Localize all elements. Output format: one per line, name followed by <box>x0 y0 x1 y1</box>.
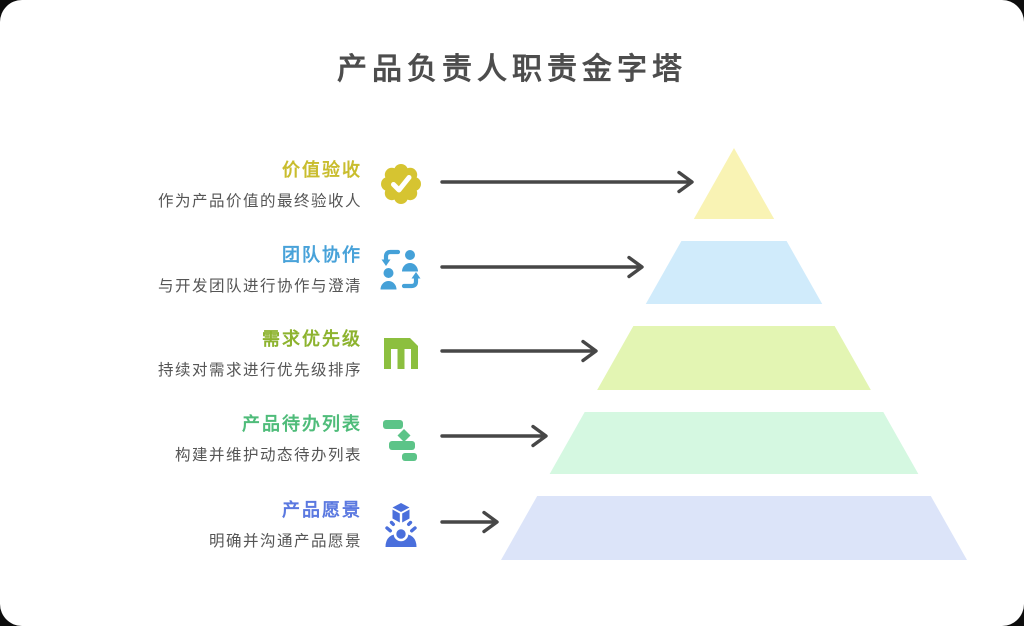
level-row-value-acceptance: 价值验收 作为产品价值的最终验收人 <box>0 159 1024 223</box>
level-description: 明确并沟通产品愿景 <box>208 533 362 550</box>
level-label: 团队协作 <box>282 245 362 265</box>
vision-cube-icon <box>377 500 425 548</box>
level-row-requirement-priority: 需求优先级 持续对需求进行优先级排序 <box>0 328 1024 392</box>
level-label: 需求优先级 <box>262 329 362 349</box>
level-row-team-collaboration: 团队协作 与开发团队进行协作与澄清 <box>0 244 1024 308</box>
backlog-gantt-icon <box>377 414 425 462</box>
page-title: 产品负责人职责金字塔 <box>337 53 687 86</box>
level-text: 价值验收 作为产品价值的最终验收人 <box>72 159 362 212</box>
level-row-product-backlog: 产品待办列表 构建并维护动态待办列表 <box>0 413 1024 477</box>
level-label: 产品愿景 <box>282 500 362 520</box>
level-label: 价值验收 <box>282 160 362 180</box>
level-description: 构建并维护动态待办列表 <box>174 447 362 464</box>
level-text: 产品愿景 明确并沟通产品愿景 <box>72 499 362 552</box>
team-swap-icon <box>377 245 425 293</box>
level-label: 产品待办列表 <box>242 414 362 434</box>
badge-check-icon <box>377 160 425 208</box>
level-row-product-vision: 产品愿景 明确并沟通产品愿景 <box>0 499 1024 563</box>
level-description: 作为产品价值的最终验收人 <box>157 193 362 210</box>
priority-bars-icon <box>377 329 425 377</box>
level-description: 与开发团队进行协作与澄清 <box>157 278 362 295</box>
level-text: 需求优先级 持续对需求进行优先级排序 <box>72 328 362 381</box>
level-description: 持续对需求进行优先级排序 <box>157 362 362 379</box>
level-text: 产品待办列表 构建并维护动态待办列表 <box>72 413 362 466</box>
level-text: 团队协作 与开发团队进行协作与澄清 <box>72 244 362 297</box>
